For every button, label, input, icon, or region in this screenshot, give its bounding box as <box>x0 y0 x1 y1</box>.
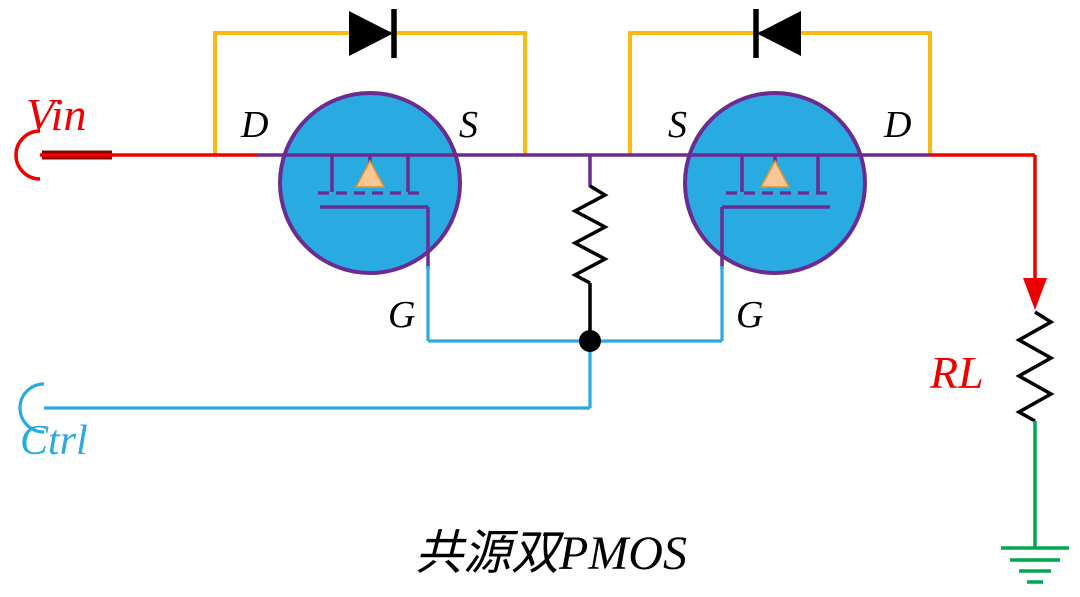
left-mosfet-symbol <box>318 155 430 269</box>
right-diode-triangle <box>757 11 801 56</box>
vin-wire <box>14 129 258 181</box>
rl-zigzag <box>1015 310 1055 423</box>
gate-source-resistor <box>571 155 609 341</box>
rl-label: RL <box>930 347 984 398</box>
left-gate-label: G <box>388 294 416 336</box>
right-mosfet-symbol <box>720 155 832 269</box>
left-body-diode <box>349 9 397 58</box>
right-body-diode <box>753 9 801 58</box>
junction-dot <box>579 330 601 352</box>
resistor-zigzag <box>571 184 609 285</box>
current-arrow <box>1023 278 1047 310</box>
right-substrate-arrow <box>759 159 791 188</box>
right-source-label: S <box>668 104 687 146</box>
right-drain-label: D <box>884 104 912 146</box>
ground-symbol <box>1001 546 1069 584</box>
left-drain-label: D <box>241 104 269 146</box>
ctrl-connector <box>18 382 45 434</box>
left-diode-triangle <box>349 11 393 56</box>
right-gate-label: G <box>736 294 764 336</box>
left-source-label: S <box>459 104 478 146</box>
vin-connector <box>14 129 41 181</box>
load-resistor <box>1015 310 1055 548</box>
output-wire <box>930 153 1047 310</box>
ctrl-label: Ctrl <box>20 418 88 464</box>
left-substrate-arrow <box>354 159 386 188</box>
circuit-title: 共源双PMOS <box>415 527 687 580</box>
vin-label: Vin <box>26 89 87 140</box>
gate-wire <box>18 266 724 434</box>
